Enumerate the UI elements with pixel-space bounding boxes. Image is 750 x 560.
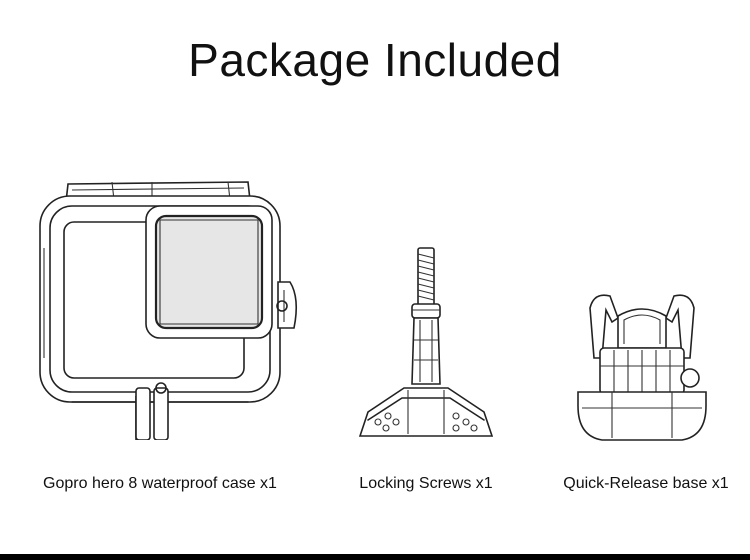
waterproof-case-icon [39, 181, 298, 440]
bottom-bar [0, 554, 750, 560]
caption-screw: Locking Screws x1 [359, 475, 493, 492]
caption-base: Quick-Release base x1 [563, 475, 729, 492]
page-title: Package Included [188, 34, 562, 86]
caption-case: Gopro hero 8 waterproof case x1 [43, 475, 277, 492]
quick-release-base-icon [577, 294, 707, 441]
locking-screw-icon [358, 247, 494, 437]
